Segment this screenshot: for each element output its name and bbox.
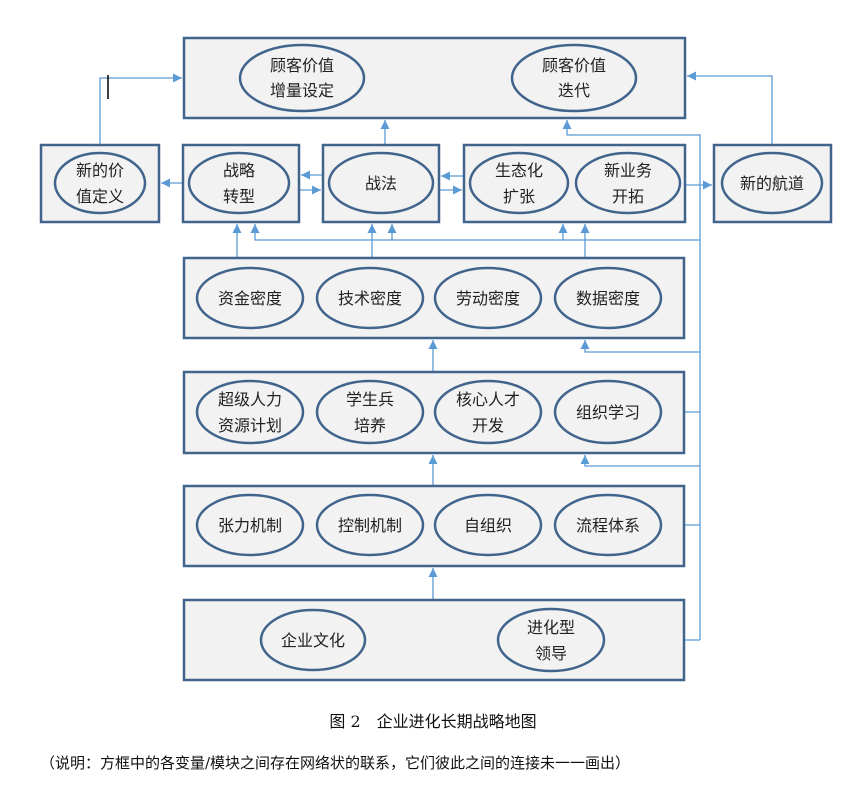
label: 顾客价值: [542, 56, 606, 75]
label: 战略: [223, 161, 255, 180]
ellipse-capital-density: [195, 266, 305, 330]
label: 流程体系: [576, 516, 640, 535]
ellipse-tech-density: [315, 266, 425, 330]
density-row: 资金密度 技术密度 劳动密度 数据密度: [195, 266, 663, 330]
figure-note: （说明：方框中的各变量/模块之间存在网络状的联系，它们彼此之间的连接未一一画出）: [40, 754, 631, 772]
ellipse-org-learning: [553, 379, 663, 445]
label: 数据密度: [576, 289, 640, 308]
label: 迭代: [558, 81, 590, 100]
label: 自组织: [464, 516, 512, 535]
label: 顾客价值: [270, 56, 334, 75]
label: 资金密度: [218, 289, 282, 308]
label: 技术密度: [338, 289, 402, 308]
label: 学生兵: [346, 390, 394, 409]
ellipse-new-business: [574, 151, 682, 215]
label: 开拓: [612, 187, 644, 206]
label: 劳动密度: [456, 289, 520, 308]
arrow-feedback-to-density: [580, 340, 700, 353]
label: 新的价: [76, 161, 124, 180]
label: 企业文化: [281, 631, 345, 650]
ellipse-ecosystem-expansion: [468, 151, 570, 215]
ellipse-corporate-culture: [259, 608, 367, 672]
label: 培养: [354, 416, 386, 435]
ellipse-labor-density: [433, 266, 543, 330]
ellipse-super-hr-plan: [195, 379, 305, 445]
label: 超级人力: [218, 390, 282, 409]
mechanism-row: 张力机制 控制机制 自组织 流程体系: [195, 493, 663, 557]
ellipse-new-value-definition: [53, 151, 147, 215]
arrow-feedback-to-talent: [580, 455, 700, 467]
ellipse-control-mechanism: [315, 493, 425, 557]
foundation-box: [182, 598, 686, 682]
ellipse-data-density: [553, 266, 663, 330]
ellipse-value-increment: [238, 43, 366, 113]
label: 核心人才: [456, 390, 520, 409]
label: 资源计划: [218, 416, 282, 435]
connectors: [99, 71, 773, 641]
figure-caption: 图 2 企业进化长期战略地图: [329, 712, 537, 731]
label: 值定义: [76, 187, 124, 206]
feedback-links: [684, 411, 700, 641]
label: 生态化: [495, 161, 543, 180]
ellipse-tactics: [327, 151, 435, 215]
label: 扩张: [503, 187, 535, 206]
label: 开发: [472, 416, 504, 435]
arrow-feedback-to-top: [562, 120, 701, 640]
ellipse-self-organization: [433, 493, 543, 557]
label: 控制机制: [338, 516, 402, 535]
label: 张力机制: [218, 516, 282, 535]
ellipse-strategy-transformation: [187, 151, 291, 215]
ellipse-core-talent: [433, 379, 543, 445]
ellipse-evolutionary-leadership: [496, 607, 606, 673]
ellipse-tension-mechanism: [195, 493, 305, 557]
label: 组织学习: [576, 403, 640, 422]
ellipse-process-system: [553, 493, 663, 557]
talent-row: 超级人力 资源计划 学生兵 培养 核心人才 开发 组织学习: [195, 379, 663, 445]
label: 新业务: [604, 161, 652, 180]
ellipse-student-soldiers: [315, 379, 425, 445]
label: 战法: [365, 174, 397, 193]
label: 进化型: [527, 618, 575, 637]
arrow-feedback-to-strategy: [250, 224, 700, 241]
label: 新的航道: [740, 174, 804, 193]
label: 领导: [535, 644, 567, 663]
arrow-new-value-to-top: [99, 73, 182, 145]
label: 转型: [223, 187, 255, 206]
ellipse-new-track: [720, 151, 824, 215]
label: 增量设定: [270, 81, 334, 100]
arrow-new-track-to-top: [687, 71, 773, 145]
ellipse-value-iteration: [510, 43, 638, 113]
